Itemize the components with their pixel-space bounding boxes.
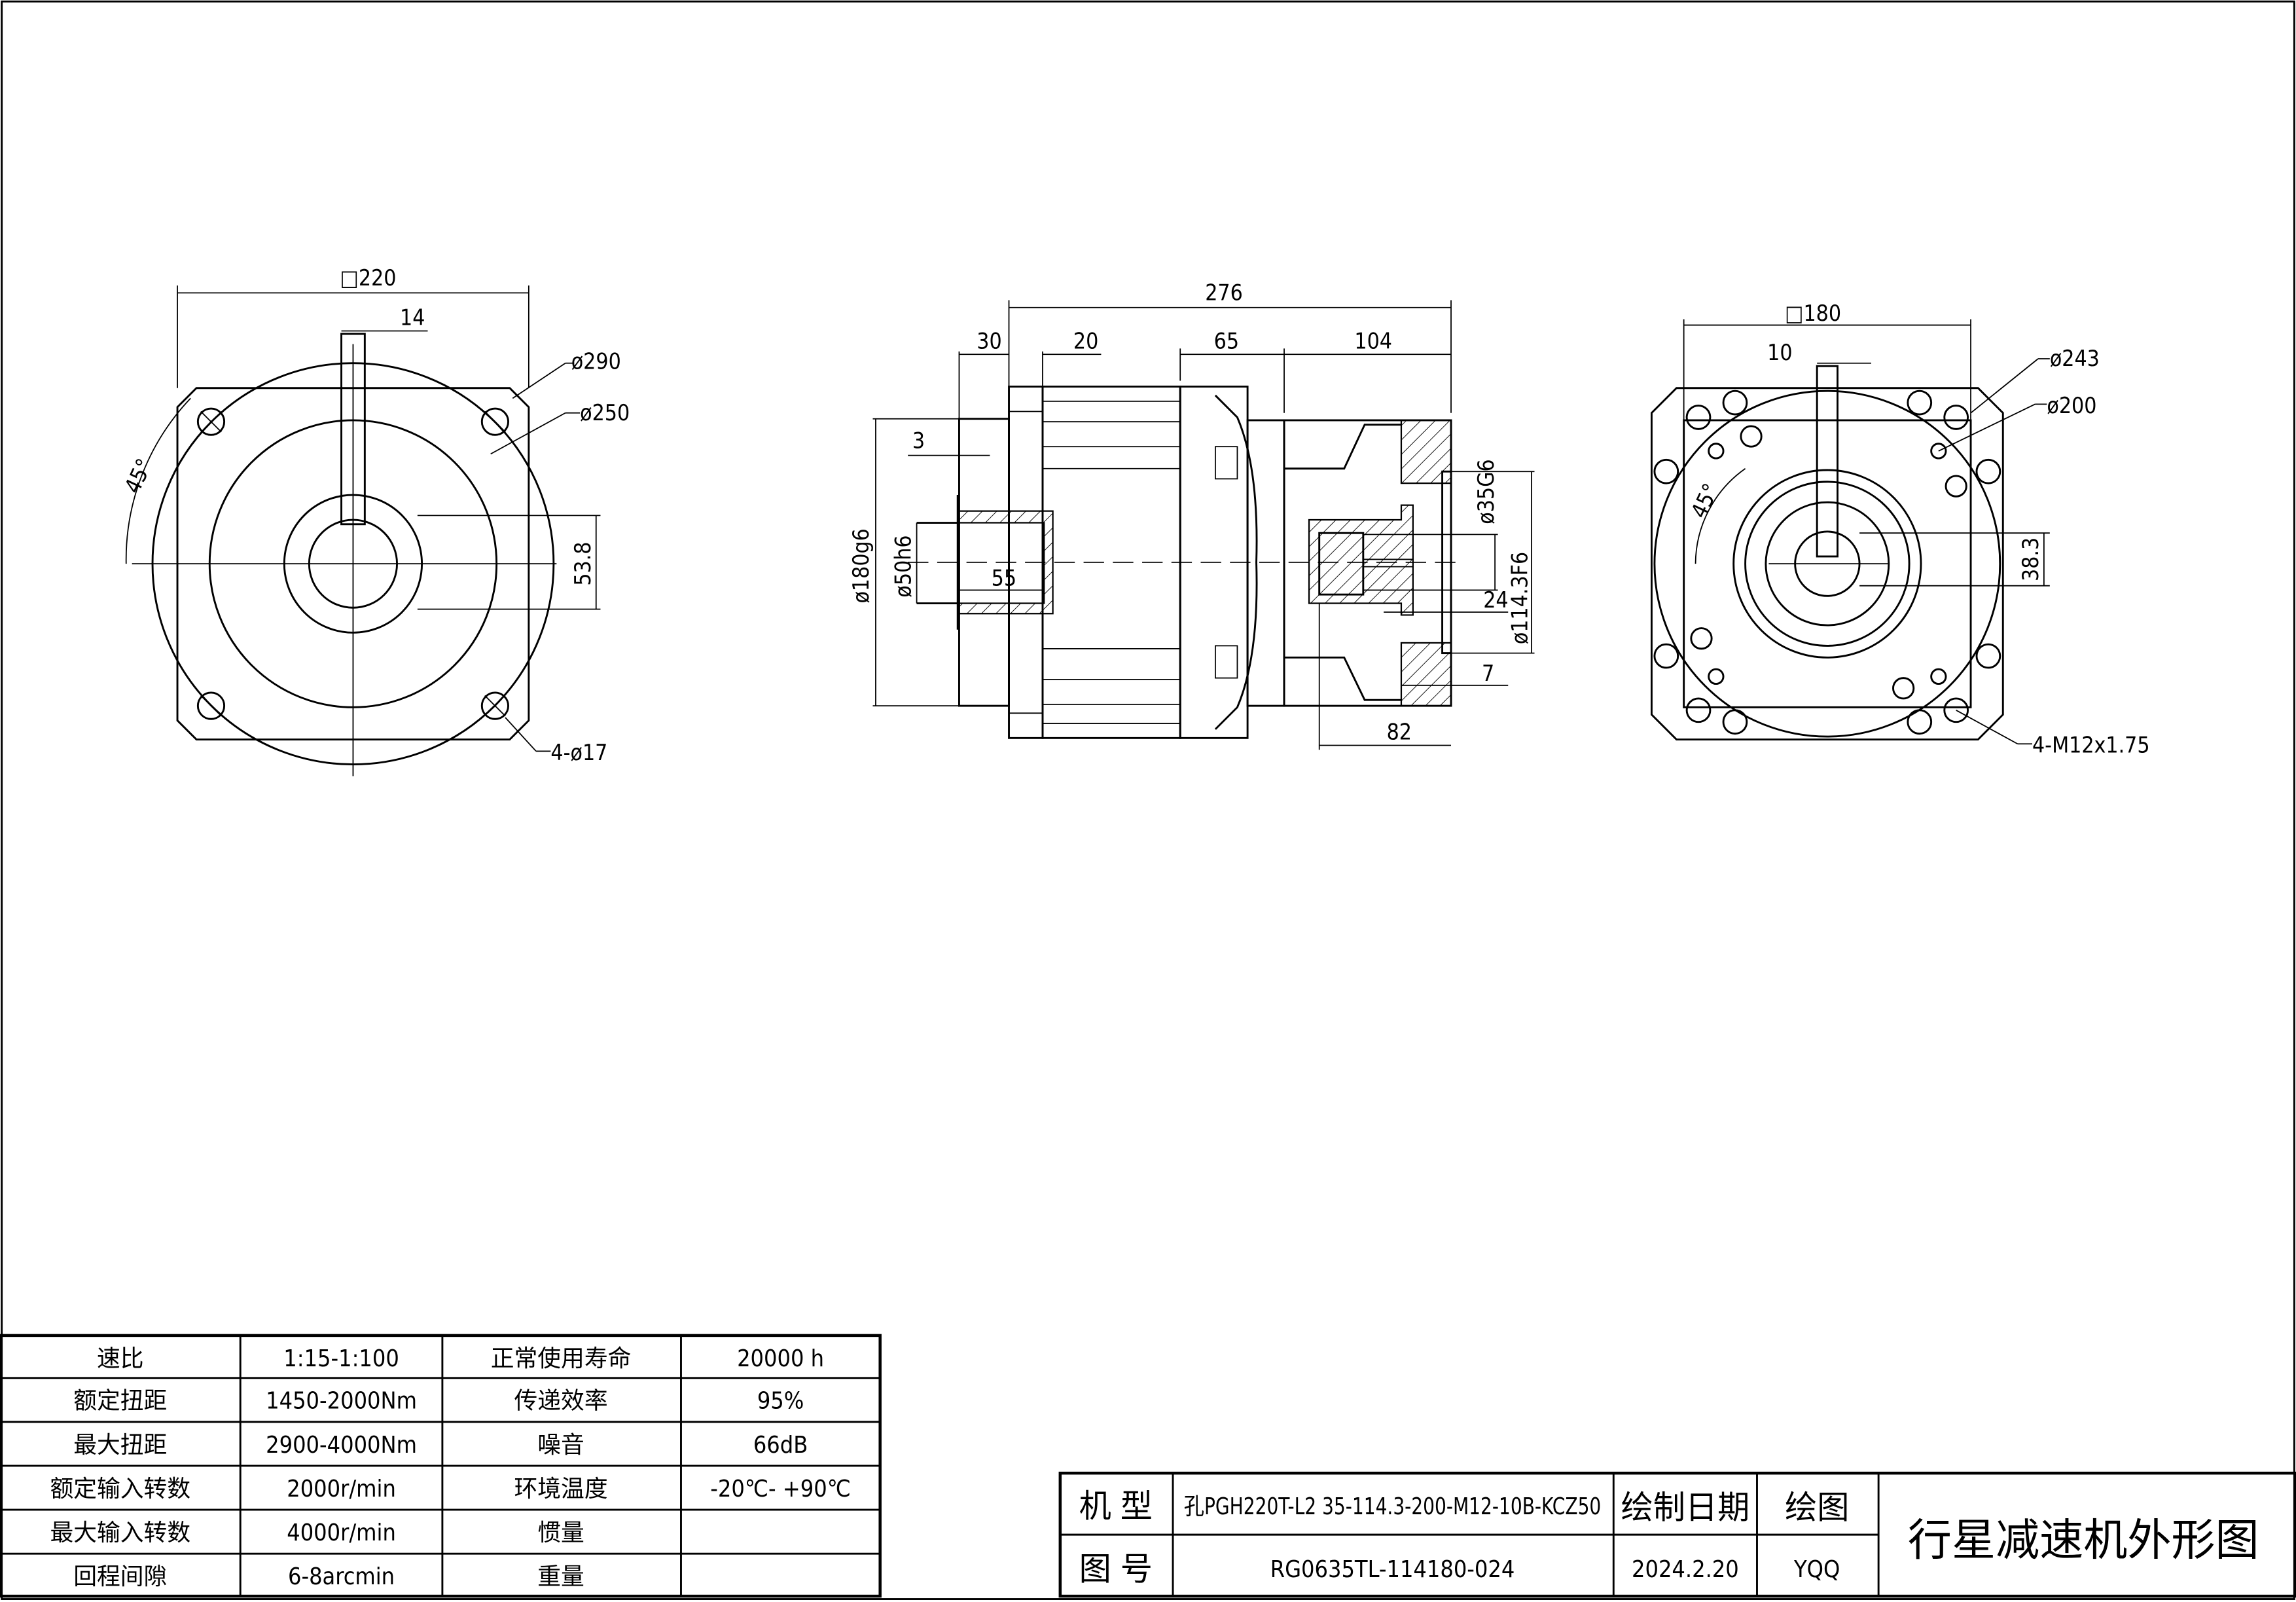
dim-pilot-180g6: ø180g6 xyxy=(848,528,874,603)
dim-7: 7 xyxy=(1482,661,1494,686)
spec-value: 2900-4000Nm xyxy=(266,1432,417,1459)
dim-key-38-3: 38.3 xyxy=(2018,537,2043,581)
dim-dia-250: ø250 xyxy=(580,400,630,426)
spec-label: 噪音 xyxy=(537,1432,584,1459)
spec-value: 66dB xyxy=(753,1432,808,1459)
spec-label: 传递效率 xyxy=(514,1388,608,1415)
input-flange-view: □220 14 ø290 ø250 45° 53.8 4-ø17 xyxy=(120,265,630,776)
dim-key-53-8: 53.8 xyxy=(570,542,596,586)
spec-label: 最大输入转数 xyxy=(50,1520,190,1546)
dim-holes-4-17: 4-ø17 xyxy=(550,740,607,765)
drawer-name: YQQ xyxy=(1793,1556,1840,1583)
dim-30: 30 xyxy=(977,328,1001,354)
dim-65: 65 xyxy=(1214,328,1239,354)
side-section-view: 276 30 20 65 104 3 ø180g6 ø50h6 55 ø35G6… xyxy=(848,280,1535,750)
spec-label: 速比 xyxy=(97,1345,144,1372)
drawing-no-label: 图 号 xyxy=(1079,1550,1153,1588)
spec-label: 额定扭距 xyxy=(73,1388,167,1415)
dim-dia-290: ø290 xyxy=(571,349,621,374)
spec-value: 1450-2000Nm xyxy=(266,1388,417,1415)
spec-value: 1:15-1:100 xyxy=(283,1345,399,1372)
model-value: 孔PGH220T-L2 35-114.3-200-M12-10B-KCZ50 xyxy=(1184,1493,1601,1520)
spec-label: 环境温度 xyxy=(514,1476,608,1502)
dim-keyway-10: 10 xyxy=(1767,340,1792,365)
drawer-label: 绘图 xyxy=(1785,1489,1849,1527)
hatched-output-housing-top xyxy=(1400,419,1452,484)
spec-label: 重量 xyxy=(537,1563,584,1590)
square-flange-outline xyxy=(176,387,530,741)
spec-value: 2000r/min xyxy=(287,1476,396,1502)
spec-label: 最大扭距 xyxy=(73,1432,167,1459)
dim-20: 20 xyxy=(1073,328,1098,354)
spec-value: 4000r/min xyxy=(287,1520,396,1546)
drawing-date: 2024.2.20 xyxy=(1632,1556,1739,1583)
dim-bore-50h6: ø50h6 xyxy=(891,535,916,597)
spec-label: 回程间隙 xyxy=(73,1563,167,1590)
dim-dia-243: ø243 xyxy=(2050,346,2100,371)
spec-value: 20000 h xyxy=(737,1345,824,1372)
dim-55: 55 xyxy=(992,566,1016,591)
dim-keyway-14: 14 xyxy=(400,305,425,331)
mount-holes xyxy=(196,407,509,720)
dim-square-180: □180 xyxy=(1785,300,1841,326)
spec-label: 惯量 xyxy=(537,1520,584,1546)
date-label: 绘制日期 xyxy=(1621,1489,1750,1527)
spec-value: -20℃- +90℃ xyxy=(710,1476,851,1502)
dim-angle-45-out: 45° xyxy=(1686,479,1724,522)
hatched-inner-hub xyxy=(1308,504,1414,616)
bolt-holes xyxy=(1653,390,2001,735)
dim-3: 3 xyxy=(912,428,925,453)
dim-angle-45: 45° xyxy=(120,454,158,497)
dim-dia-200: ø200 xyxy=(2047,393,2096,418)
spec-table: 速比 1:15-1:100 正常使用寿命 20000 h 额定扭距 1450-2… xyxy=(0,1334,882,1598)
dim-out-pilot-114-3f6: ø114.3F6 xyxy=(1507,552,1532,644)
output-flange-view: □180 10 ø243 ø200 45° 38.3 4-M12x1.75 xyxy=(1650,300,2150,758)
model-label: 机 型 xyxy=(1079,1487,1153,1525)
dim-24: 24 xyxy=(1483,587,1508,613)
spec-value: 6-8arcmin xyxy=(288,1563,395,1590)
dim-104: 104 xyxy=(1354,328,1392,354)
title-block: 机 型 孔PGH220T-L2 35-114.3-200-M12-10B-KCZ… xyxy=(1058,1471,2296,1598)
dim-out-bore-35g6: ø35G6 xyxy=(1473,459,1499,524)
spec-label: 额定输入转数 xyxy=(50,1476,190,1502)
dim-square-220: □220 xyxy=(340,265,396,291)
spec-value: 95% xyxy=(757,1388,804,1415)
drawing-title: 行星减速机外形图 xyxy=(1908,1514,2259,1565)
dim-holes-m12: 4-M12x1.75 xyxy=(2032,733,2150,758)
dim-length-276: 276 xyxy=(1205,280,1243,306)
spec-label: 正常使用寿命 xyxy=(491,1345,632,1372)
drawing-no: RG0635TL-114180-024 xyxy=(1270,1556,1515,1583)
dim-82: 82 xyxy=(1387,719,1412,745)
